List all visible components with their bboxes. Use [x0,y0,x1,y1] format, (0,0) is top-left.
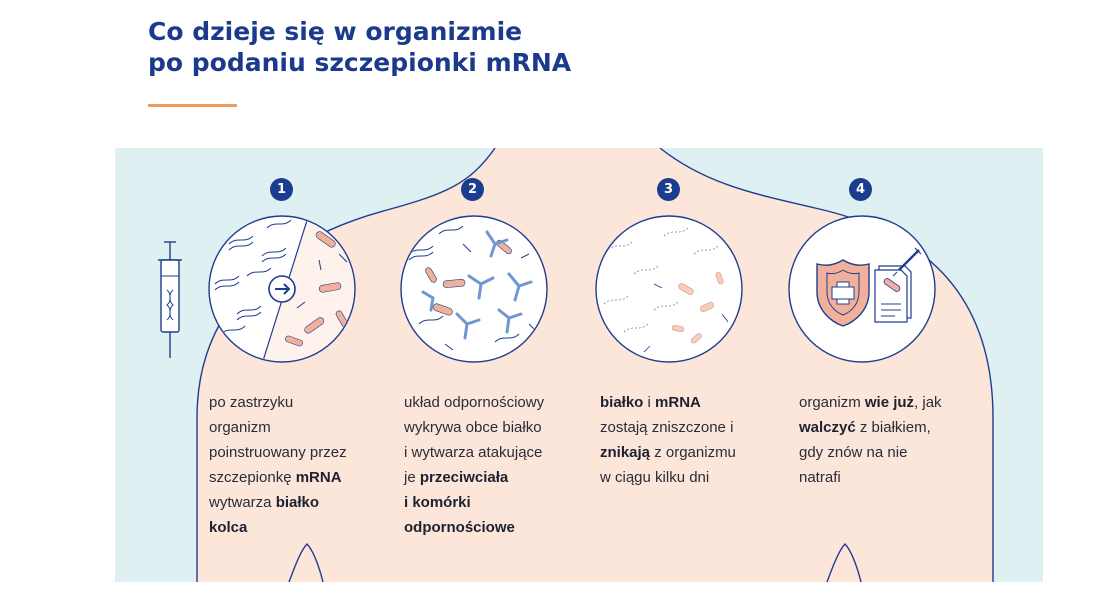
step-3-badge: 3 [657,178,680,201]
caption-text: wytwarza [209,494,276,511]
caption-text: poinstruowany przez [209,444,347,461]
caption-text: natrafi [799,469,841,486]
caption-emphasis: białko [600,394,644,411]
step-2-caption: układ odpornościowy wykrywa obce białko i … [404,390,544,540]
title-underline [148,104,237,107]
caption-emphasis: mRNA [655,394,701,411]
caption-line: organizm wie już, jak [799,394,942,411]
caption-text: wykrywa obce białko [404,419,542,436]
caption-emphasis: mRNA [295,469,342,486]
caption-line: i komórki [404,494,471,511]
caption-line: wykrywa obce białko [404,419,542,436]
step-1-badge: 1 [270,178,293,201]
caption-line: szczepionkę mRNA [209,469,342,486]
caption-text: organizm [209,419,271,436]
step-4-badge: 4 [849,178,872,201]
caption-emphasis: walczyć [799,419,856,436]
caption-text: i [643,394,656,411]
caption-emphasis: znikają [600,444,651,461]
caption-text: organizm [799,394,865,411]
caption-line: gdy znów na nie [799,444,907,461]
illustration-panel: 1 2 3 4 [115,148,1043,582]
step-3-circle [595,215,743,363]
step-2-circle [400,215,548,363]
caption-line: walczyć z białkiem, [799,419,931,436]
step-4-caption: organizm wie już, jak walczyć z białkiem,… [799,390,942,490]
page-title: Co dzieje się w organizmie po podaniu sz… [148,16,571,78]
caption-line: zostają zniszczone i [600,419,733,436]
caption-line: wytwarza białko [209,494,319,511]
caption-line: białko i mRNA [600,394,701,411]
caption-line: je przeciwciała [404,469,508,486]
title-line-2: po podaniu szczepionki mRNA [148,48,572,77]
caption-line: po zastrzyku [209,394,293,411]
step-2-badge: 2 [461,178,484,201]
caption-line: poinstruowany przez [209,444,347,461]
caption-emphasis: przeciwciała [419,469,509,486]
caption-text: w ciągu kilku dni [600,469,710,486]
caption-line: znikają z organizmu [600,444,736,461]
caption-text: je [404,469,420,486]
shield-cross-icon [816,259,870,327]
medical-document-icon [874,247,922,323]
caption-line: kolca [209,519,247,536]
caption-text: i wytwarza atakujące [404,444,543,461]
caption-text: zostają zniszczone i [600,419,734,436]
caption-line: odpornościowe [404,519,515,536]
caption-line: i wytwarza atakujące [404,444,542,461]
step-3-caption: białko i mRNA zostają zniszczone i znikają… [600,390,736,490]
arrow-right-icon [275,283,291,295]
step-4-circle [788,215,936,363]
title-line-1: Co dzieje się w organizmie [148,17,523,46]
caption-emphasis: kolca [209,519,248,536]
caption-text: układ odpornościowy [404,394,545,411]
step-1-circle [208,215,356,363]
caption-emphasis: i komórki [404,494,471,511]
caption-line: natrafi [799,469,841,486]
caption-line: organizm [209,419,271,436]
syringe-icon [158,241,182,358]
caption-text: , jak [914,394,942,411]
caption-emphasis: odpornościowe [404,519,515,536]
step-1-caption: po zastrzyku organizm poinstruowany przez s… [209,390,347,540]
caption-text: po zastrzyku [209,394,294,411]
caption-text: gdy znów na nie [799,444,908,461]
caption-emphasis: wie już [864,394,915,411]
caption-line: układ odpornościowy [404,394,544,411]
caption-line: w ciągu kilku dni [600,469,709,486]
caption-text: szczepionkę [209,469,296,486]
caption-text: z organizmu [650,444,736,461]
caption-text: z białkiem, [855,419,931,436]
caption-emphasis: białko [275,494,320,511]
